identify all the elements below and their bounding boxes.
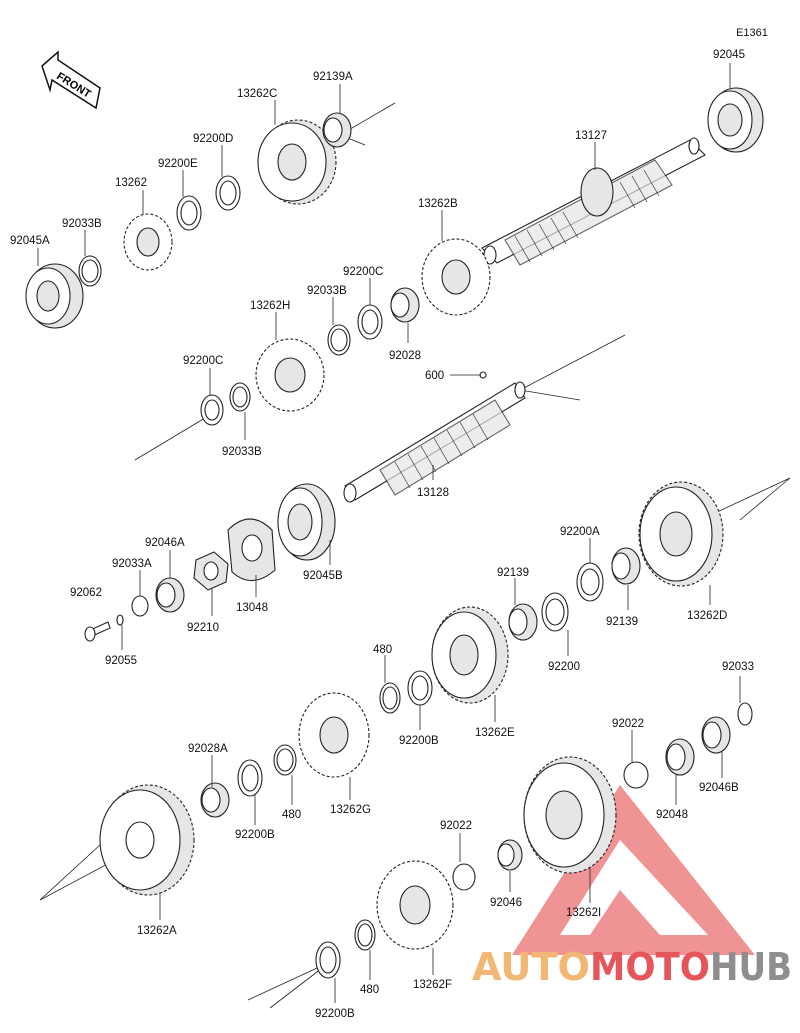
label-92045A: 92045A [10, 235, 50, 247]
label-92033B-3: 92033B [222, 446, 262, 458]
gear-13262G [298, 692, 370, 778]
label-92200C-2: 92200C [183, 355, 223, 367]
label-92046: 92046 [490, 897, 522, 909]
label-92022-1: 92022 [612, 718, 644, 730]
label-92200E: 92200E [158, 158, 198, 170]
label-13262A: 13262A [137, 925, 177, 937]
part-labels: 92045 13127 92139A 13262C 92200D 92200E … [10, 49, 754, 1020]
label-92139-2: 92139 [497, 567, 529, 579]
label-92048: 92048 [656, 809, 688, 821]
watermark-logo [512, 785, 755, 955]
label-92055: 92055 [105, 655, 137, 667]
label-480-3: 480 [360, 984, 379, 996]
label-92033: 92033 [722, 661, 754, 673]
label-480-1: 480 [373, 644, 392, 656]
label-92200C-1: 92200C [343, 266, 383, 278]
label-92046A: 92046A [145, 537, 185, 549]
label-92200B-1: 92200B [399, 735, 439, 747]
gear-13262I [523, 756, 617, 874]
gear-13262H [255, 338, 325, 412]
label-92033B-1: 92033B [62, 218, 102, 230]
label-92033A: 92033A [112, 558, 152, 570]
label-13127: 13127 [575, 130, 607, 142]
label-92200D: 92200D [193, 133, 233, 145]
label-13262B: 13262B [418, 198, 458, 210]
label-13262G: 13262G [330, 804, 371, 816]
label-92210: 92210 [187, 622, 219, 634]
label-92139-1: 92139 [606, 616, 638, 628]
cam-13048 [227, 518, 276, 582]
diagram-code: E1361 [736, 27, 768, 39]
watermark-wordmark: AUTO MOTO HUB [472, 945, 792, 989]
label-480-2: 480 [282, 809, 301, 821]
label-92045B: 92045B [303, 570, 343, 582]
label-92200A: 92200A [560, 526, 600, 538]
label-92033B-2: 92033B [307, 285, 347, 297]
label-13262D: 13262D [687, 610, 727, 622]
label-600: 600 [425, 370, 444, 382]
bolt-92062 [84, 621, 111, 642]
label-92200B-2: 92200B [235, 829, 275, 841]
brand-part1: AUTO [472, 945, 590, 989]
label-13262C: 13262C [237, 88, 277, 100]
gear-13262D [638, 481, 724, 587]
gear-13262E [431, 606, 509, 704]
label-13128: 13128 [417, 487, 449, 499]
nut-92210 [193, 551, 229, 591]
front-arrow-icon: FRONT [41, 50, 101, 110]
gear-13262B [421, 238, 491, 316]
brand-part2: MOTO [590, 945, 710, 989]
gear-13262C [257, 119, 337, 205]
brand-part3: HUB [710, 945, 792, 989]
label-92045: 92045 [713, 49, 745, 61]
label-92022-2: 92022 [440, 820, 472, 832]
label-13262: 13262 [115, 177, 147, 189]
label-92028A: 92028A [188, 743, 228, 755]
label-13262F: 13262F [413, 979, 452, 991]
bearing-92045 [707, 87, 764, 153]
gear-13262A [99, 784, 195, 896]
label-13262I: 13262I [566, 907, 601, 919]
shaft-13127 [481, 137, 706, 266]
shaft-13128 [343, 371, 526, 503]
label-13048: 13048 [236, 602, 268, 614]
bearing-92045B [277, 483, 336, 561]
gear-13262F [376, 860, 454, 950]
label-92200: 92200 [548, 661, 580, 673]
leader-lines [37, 63, 741, 1003]
gear-13262 [123, 213, 173, 271]
label-92062: 92062 [70, 587, 102, 599]
bearing-92045A [25, 263, 84, 329]
label-92200B-3: 92200B [315, 1008, 355, 1020]
label-92028: 92028 [389, 350, 421, 362]
label-92046B: 92046B [699, 782, 739, 794]
label-13262E: 13262E [475, 727, 515, 739]
label-92139A: 92139A [313, 71, 353, 83]
label-13262H: 13262H [250, 300, 290, 312]
needle-bearings [155, 112, 731, 871]
